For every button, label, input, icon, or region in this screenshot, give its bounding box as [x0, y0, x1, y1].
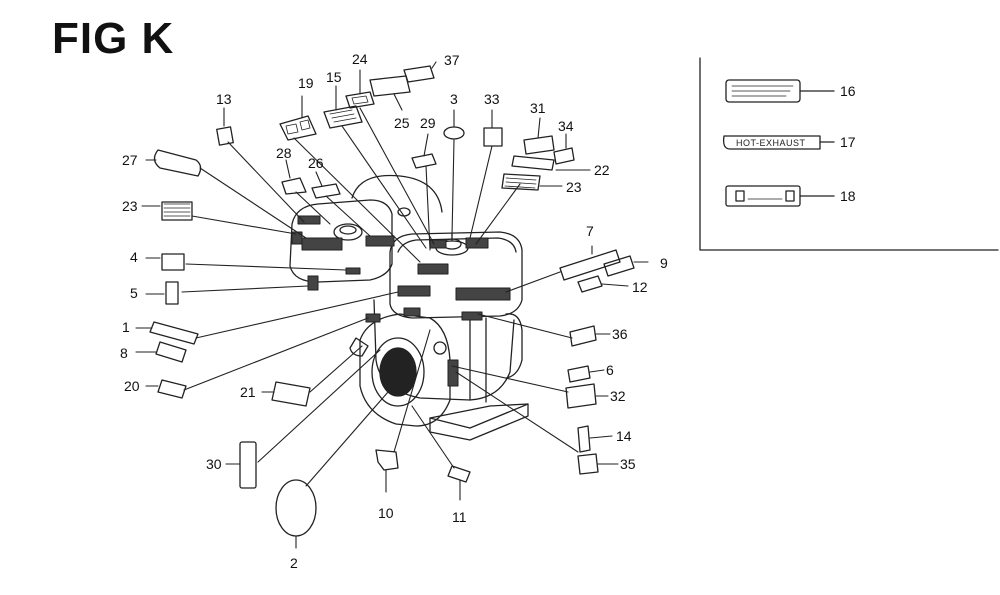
callout-8: 8: [120, 345, 128, 361]
part-23-left: [161, 201, 193, 221]
callout-5: 5: [130, 285, 138, 301]
part-33: [483, 127, 503, 147]
label-16-decal: [725, 79, 835, 103]
callout-31: 31: [530, 100, 546, 116]
callout-30: 30: [206, 456, 222, 472]
label-18-decal: [725, 185, 835, 207]
part-2: [275, 479, 317, 537]
part-4: [161, 253, 185, 271]
part-15: [323, 105, 363, 129]
part-6: [567, 365, 591, 383]
engine-body: [289, 174, 529, 441]
callout-29: 29: [420, 115, 436, 131]
part-21: [271, 381, 311, 407]
hot-exhaust-text: HOT-EXHAUST: [736, 138, 806, 148]
callout-35: 35: [620, 456, 636, 472]
callout-12: 12: [632, 279, 648, 295]
callout-28: 28: [276, 145, 292, 161]
loose-parts-right: [375, 249, 635, 483]
part-19: [279, 115, 317, 141]
part-9: [603, 255, 635, 277]
callout-19: 19: [298, 75, 314, 91]
part-3: [443, 126, 465, 140]
callout-15: 15: [326, 69, 342, 85]
part-14: [577, 425, 591, 453]
part-37: [403, 65, 435, 83]
callout-34: 34: [558, 118, 574, 134]
callout-36: 36: [612, 326, 628, 342]
callout-4: 4: [130, 249, 138, 265]
recoil-starter-center: [379, 347, 417, 397]
callout-24: 24: [352, 51, 368, 67]
part-27: [153, 149, 202, 177]
callout-33: 33: [484, 91, 500, 107]
part-36: [569, 325, 597, 347]
part-32: [565, 383, 597, 409]
callout-21: 21: [240, 384, 256, 400]
label-17-decal: HOT-EXHAUST: [722, 135, 835, 150]
callout-10: 10: [378, 505, 394, 521]
part-12: [577, 275, 603, 293]
part-22: [511, 155, 555, 171]
part-29: [411, 153, 437, 169]
part-24: [345, 91, 375, 109]
part-30: [239, 441, 257, 489]
part-13: [216, 126, 234, 146]
loose-parts-left: [149, 65, 575, 537]
callout-14: 14: [616, 428, 632, 444]
callout-18: 18: [840, 188, 856, 204]
part-25: [369, 75, 411, 97]
callout-9: 9: [660, 255, 668, 271]
part-23-right: [501, 173, 541, 191]
part-26: [311, 183, 341, 199]
callout-13: 13: [216, 91, 232, 107]
part-5: [165, 281, 179, 305]
callout-7: 7: [586, 223, 594, 239]
part-31: [523, 135, 555, 155]
part-34: [553, 147, 575, 165]
callout-20: 20: [124, 378, 140, 394]
part-20: [157, 379, 187, 399]
callout-32: 32: [610, 388, 626, 404]
callout-27: 27: [122, 152, 138, 168]
engine-decals: [291, 215, 511, 387]
part-7: [559, 249, 621, 281]
callout-22: 22: [594, 162, 610, 178]
callout-3: 3: [450, 91, 458, 107]
part-8: [155, 341, 187, 363]
callout-26: 26: [308, 155, 324, 171]
inset-panel: HOT-EXHAUST: [699, 57, 999, 251]
callout-37: 37: [444, 52, 460, 68]
part-28: [281, 177, 307, 195]
callout-23a: 23: [122, 198, 138, 214]
leader-lines: [135, 61, 649, 549]
callout-2: 2: [290, 555, 298, 571]
callout-11: 11: [452, 509, 467, 525]
callout-25: 25: [394, 115, 410, 131]
callout-1: 1: [122, 319, 130, 335]
callout-16: 16: [840, 83, 856, 99]
figure-title: FIG K: [52, 14, 175, 63]
part-11: [447, 465, 471, 483]
callout-6: 6: [606, 362, 614, 378]
part-1: [149, 321, 199, 345]
part-35: [577, 453, 599, 475]
callout-17: 17: [840, 134, 856, 150]
callout-23b: 23: [566, 179, 582, 195]
part-10: [375, 449, 399, 471]
